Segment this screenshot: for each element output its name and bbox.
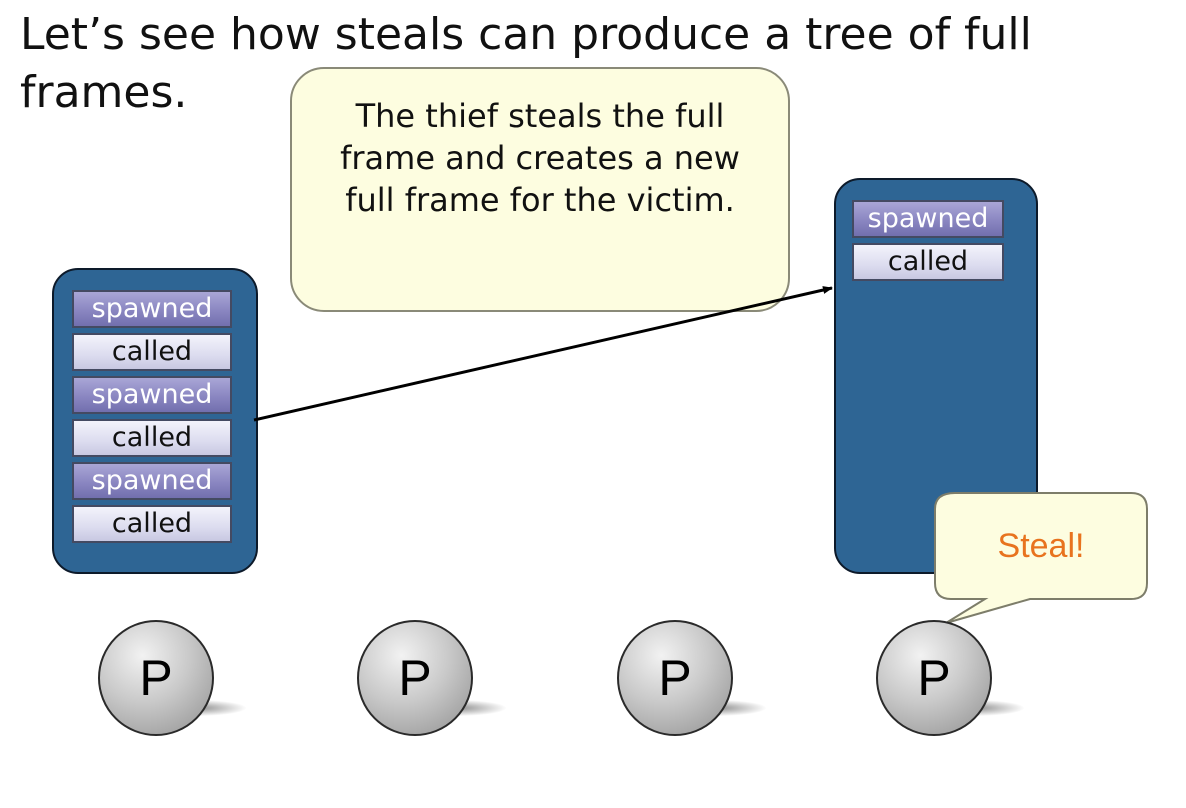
processor-circle: P [617,620,733,736]
frame-called: called [72,419,232,457]
frame-spawned: spawned [852,200,1004,238]
steal-speech-bubble [934,492,1148,624]
frame-spawned: spawned [72,290,232,328]
frame-spawned: spawned [72,462,232,500]
frame-called: called [852,243,1004,281]
slide-title: Let’s see how steals can produce a tree … [20,9,1032,118]
processor-circle: P [98,620,214,736]
steal-label: Steal! [997,526,1085,565]
victim-deque: spawned called spawned called spawned ca… [52,268,258,574]
steal-arrow [253,286,833,422]
processor-circle: P [876,620,992,736]
frame-spawned: spawned [72,376,232,414]
explanation-callout: The thief steals the full frame and crea… [290,67,790,312]
processor-circle: P [357,620,473,736]
frame-called: called [72,505,232,543]
frame-called: called [72,333,232,371]
